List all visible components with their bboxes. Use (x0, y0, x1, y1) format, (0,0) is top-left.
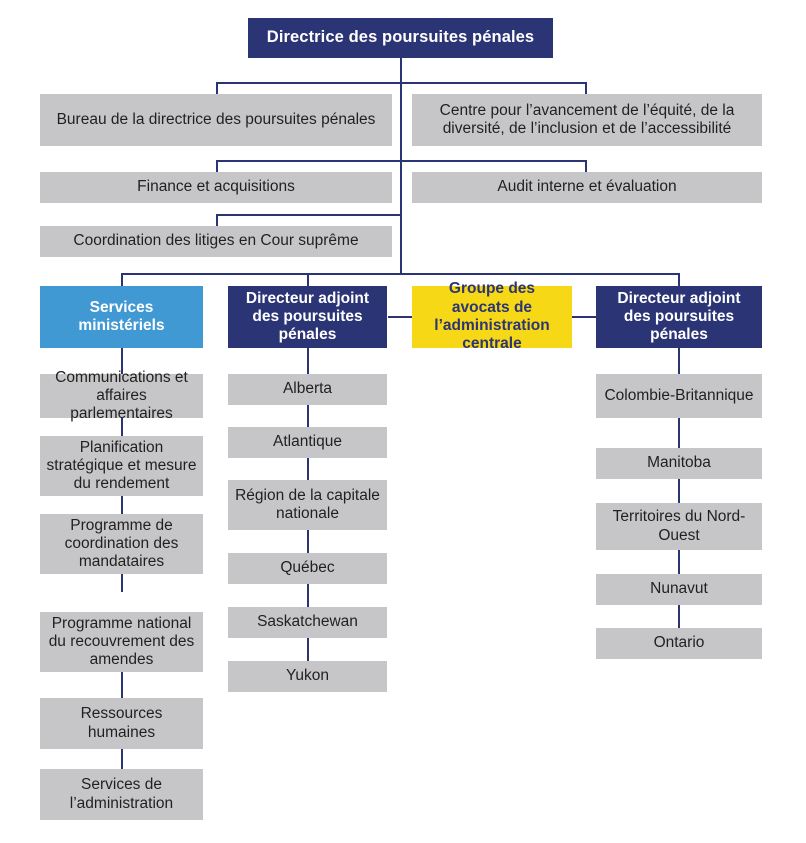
staff-node-coordination-litiges[interactable]: Coordination des litiges en Cour suprême (40, 226, 392, 257)
connector-col0-seg-5 (121, 749, 123, 769)
node-label: Programme national du recouvrement des a… (48, 614, 195, 669)
node-manitoba[interactable]: Manitoba (596, 448, 762, 479)
node-saskatchewan[interactable]: Saskatchewan (228, 607, 387, 638)
connector-bus-row2 (216, 160, 586, 162)
connector-col3-seg-0 (678, 348, 680, 374)
node-label: Manitoba (647, 454, 711, 472)
node-atlantique[interactable]: Atlantique (228, 427, 387, 458)
root-label: Directrice des poursuites pénales (266, 28, 535, 47)
connector-col0-seg-2 (121, 496, 123, 514)
connector-col1-seg-5 (307, 638, 309, 661)
node-label: Région de la capitale nationale (235, 486, 380, 522)
node-programme-national-recouvrement-amendes[interactable]: Programme national du recouvrement des a… (40, 612, 203, 672)
column-header-directeur-adjoint-right[interactable]: Directeur adjoint des poursuites pénales (596, 286, 762, 348)
staff-node-label: Bureau de la directrice des poursuites p… (56, 110, 376, 128)
node-label: Communications et affaires parlementaire… (55, 368, 188, 423)
node-region-capitale-nationale[interactable]: Région de la capitale nationale (228, 480, 387, 530)
connector-link-navy-left-to-yellow (388, 316, 412, 318)
connector-drop-col-0 (121, 273, 123, 286)
column-header-label: Services ministériels (78, 298, 165, 334)
node-ressources-humaines[interactable]: Ressources humaines (40, 698, 203, 749)
node-label: Ressources humaines (80, 705, 163, 741)
connector-col3-seg-4 (678, 605, 680, 628)
node-programme-coordination-mandataires[interactable]: Programme de coordination des mandataire… (40, 514, 203, 574)
node-label: Québec (280, 559, 335, 577)
connector-col1-seg-0 (307, 348, 309, 374)
node-label: Saskatchewan (257, 613, 358, 631)
connector-bus-row3 (216, 214, 402, 216)
staff-node-centre-equite[interactable]: Centre pour l’avancement de l’équité, de… (412, 94, 762, 146)
staff-node-label: Centre pour l’avancement de l’équité, de… (439, 101, 735, 137)
staff-node-label: Finance et acquisitions (137, 178, 295, 196)
connector-spine-main (400, 58, 402, 274)
node-communications-affaires-parlementaires[interactable]: Communications et affaires parlementaire… (40, 369, 203, 422)
staff-node-label: Coordination des litiges en Cour suprême (73, 232, 359, 250)
node-ontario[interactable]: Ontario (596, 628, 762, 659)
connector-col1-seg-2 (307, 458, 309, 480)
node-label: Alberta (282, 380, 333, 398)
connector-drop-bureau (216, 82, 218, 94)
connector-col0-seg-1 (121, 418, 123, 436)
staff-node-bureau-directrice[interactable]: Bureau de la directrice des poursuites p… (40, 94, 392, 146)
column-header-label: Directeur adjoint des poursuites pénales (245, 289, 370, 344)
staff-node-label: Audit interne et évaluation (497, 178, 677, 196)
node-colombie-britannique[interactable]: Colombie-Britannique (596, 374, 762, 418)
connector-col3-seg-3 (678, 550, 680, 574)
staff-node-audit-interne[interactable]: Audit interne et évaluation (412, 172, 762, 203)
node-label: Programme de coordination des mandataire… (64, 516, 179, 571)
connector-col1-seg-4 (307, 584, 309, 607)
connector-link-yellow-to-navy-right (572, 316, 596, 318)
node-alberta[interactable]: Alberta (228, 374, 387, 405)
root-node[interactable]: Directrice des poursuites pénales (248, 18, 553, 58)
connector-bus-columns (121, 273, 679, 275)
connector-drop-finance (216, 160, 218, 172)
node-label: Yukon (285, 667, 330, 685)
column-header-label: Directeur adjoint des poursuites pénales (617, 289, 741, 344)
node-yukon[interactable]: Yukon (228, 661, 387, 692)
connector-col0-seg-0 (121, 348, 123, 374)
column-header-directeur-adjoint-left[interactable]: Directeur adjoint des poursuites pénales (228, 286, 387, 348)
staff-node-finance-acquisitions[interactable]: Finance et acquisitions (40, 172, 392, 203)
node-label: Colombie-Britannique (604, 386, 754, 404)
node-label: Atlantique (273, 433, 342, 451)
node-services-administration[interactable]: Services de l’administration (40, 769, 203, 820)
node-nunavut[interactable]: Nunavut (596, 574, 762, 605)
connector-drop-audit (585, 160, 587, 172)
connector-drop-centre (585, 82, 587, 94)
connector-drop-col-1 (307, 273, 309, 286)
column-header-services-ministeriels[interactable]: Services ministériels (40, 286, 203, 348)
node-label: Territoires du Nord-Ouest (612, 508, 746, 544)
node-planification-strategique[interactable]: Planification stratégique et mesure du r… (40, 436, 203, 496)
node-label: Nunavut (650, 580, 708, 598)
node-label: Planification stratégique et mesure du r… (46, 438, 197, 493)
node-quebec[interactable]: Québec (228, 553, 387, 584)
connector-bus-row1 (216, 82, 586, 84)
node-territoires-nord-ouest[interactable]: Territoires du Nord-Ouest (596, 503, 762, 550)
connector-drop-coordination (216, 214, 218, 226)
connector-col1-seg-3 (307, 530, 309, 553)
column-header-groupe-avocats-administration-centrale[interactable]: Groupe des avocats de l’administration c… (412, 280, 572, 352)
node-label: Services de l’administration (69, 776, 174, 812)
connector-col0-seg-4 (121, 672, 123, 698)
node-label: Ontario (653, 634, 705, 652)
connector-col3-seg-1 (678, 418, 680, 448)
connector-drop-col-3 (678, 273, 680, 286)
connector-col0-seg-3 (121, 574, 123, 592)
column-header-label: Groupe des avocats de l’administration c… (434, 280, 550, 353)
connector-col3-seg-2 (678, 479, 680, 503)
connector-col1-seg-1 (307, 405, 309, 427)
